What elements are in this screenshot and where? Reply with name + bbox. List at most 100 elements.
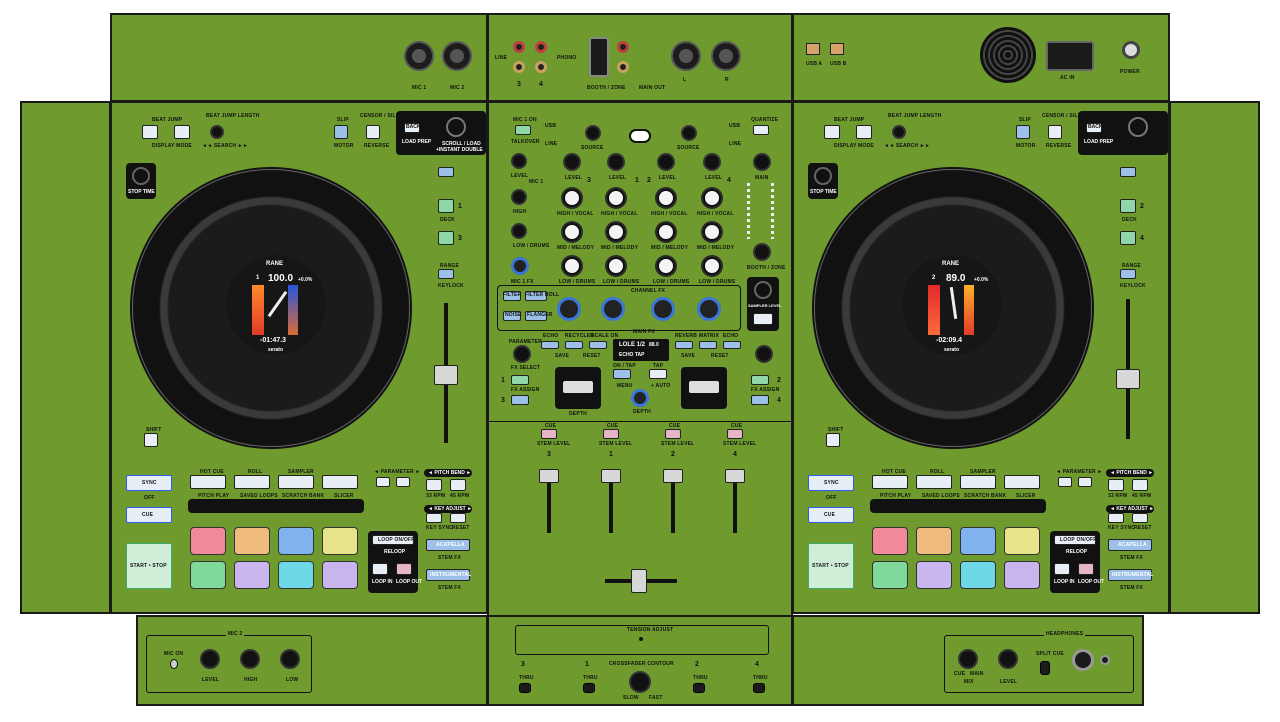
ch3-mid-knob[interactable] [563,223,581,241]
headphone-level-knob[interactable] [998,649,1018,669]
scroll-load-knob-r[interactable] [1128,117,1148,137]
instrumental-button-r[interactable] [1108,569,1152,581]
start-stop-button[interactable] [126,543,172,589]
cue-button-3[interactable] [541,429,557,439]
beat-jump-back-button-r[interactable] [824,125,840,139]
ch4-low-knob[interactable] [703,257,721,275]
loop-half-button-r[interactable] [1054,563,1070,575]
pitch-fader[interactable] [434,365,458,385]
mic-on-button[interactable] [515,125,531,135]
pad-2-r[interactable] [916,527,952,555]
tension-screw[interactable] [639,637,643,641]
pitch-bend-up-button-r[interactable] [1132,479,1148,491]
mode-stems-button[interactable] [322,475,358,489]
ch3-high-knob[interactable] [563,189,581,207]
range-button-r[interactable] [1120,269,1136,279]
pitch-fader-r[interactable] [1116,369,1140,389]
beat-jump-length-knob[interactable] [210,125,224,139]
fx-assign-2-button[interactable] [751,375,769,385]
key-down-button[interactable] [426,513,442,523]
mic2-low-knob[interactable] [280,649,300,669]
stop-time-knob-r[interactable] [814,167,832,185]
pad-7[interactable] [278,561,314,589]
on-tap-button[interactable] [613,369,631,379]
fx-assign-4-button[interactable] [751,395,769,405]
channel-fader-4[interactable] [725,469,745,483]
sync-button[interactable] [126,475,172,491]
parameter-right-button-r[interactable] [1078,477,1092,487]
beat-jump-length-knob-r[interactable] [892,125,906,139]
slip-button[interactable] [334,125,348,139]
sampler-level-knob[interactable] [754,281,772,299]
deck-select-top-button[interactable] [438,167,454,177]
pad-2[interactable] [234,527,270,555]
key-up-button[interactable] [450,513,466,523]
ch1-level-knob[interactable] [607,153,625,171]
channel-fader-1[interactable] [601,469,621,483]
mic2-high-knob[interactable] [240,649,260,669]
fx-assign-3-button[interactable] [511,395,529,405]
mic-on-switch[interactable] [170,659,178,669]
filter-roll-button[interactable] [525,291,547,301]
loop-onoff-button-r[interactable] [1054,535,1096,545]
ch4-high-knob[interactable] [703,189,721,207]
beat-jump-forward-button-r[interactable] [856,125,872,139]
cue-button-4[interactable] [727,429,743,439]
mode-sampler-button-r[interactable] [960,475,996,489]
ch1-fx-knob[interactable] [601,297,625,321]
ch2-fx-knob[interactable] [651,297,675,321]
sync-button-r[interactable] [808,475,854,491]
loop-half-button[interactable] [372,563,388,575]
channel-fader-3[interactable] [539,469,559,483]
scroll-load-knob[interactable] [446,117,466,137]
shift-button[interactable] [144,433,158,447]
pad-1-r[interactable] [872,527,908,555]
main-level-knob[interactable] [753,153,771,171]
deck-select-top-button-r[interactable] [1120,167,1136,177]
fx-paddle-left[interactable] [555,367,601,409]
deck-2-button[interactable] [1120,199,1136,213]
pad-5-r[interactable] [872,561,908,589]
parameter-right-button[interactable] [396,477,410,487]
sampler-button[interactable] [753,313,773,325]
crossfader-contour-knob[interactable] [629,671,651,693]
cue-button-1[interactable] [603,429,619,439]
pitch-bend-up-button[interactable] [450,479,466,491]
source-knob-l[interactable] [585,125,601,141]
mic-high-knob[interactable] [511,189,527,205]
start-stop-button-r[interactable] [808,543,854,589]
shift-button-r[interactable] [826,433,840,447]
parameter-knob[interactable] [513,345,531,363]
slip-button-r[interactable] [1016,125,1030,139]
assign-switch-3[interactable] [519,683,531,693]
acapella-button[interactable] [426,539,470,551]
pad-3[interactable] [278,527,314,555]
ch2-low-knob[interactable] [657,257,675,275]
source-knob-r[interactable] [681,125,697,141]
scale-button[interactable] [589,341,607,349]
ch2-level-knob[interactable] [657,153,675,171]
mic-level-knob[interactable] [511,153,527,169]
beat-jump-forward-button[interactable] [174,125,190,139]
acapella-button-r[interactable] [1108,539,1152,551]
ch3-low-knob[interactable] [563,257,581,275]
crossfader[interactable] [631,569,647,593]
mode-hotcue-button-r[interactable] [872,475,908,489]
filter-button[interactable] [503,291,521,301]
fx-paddle-right[interactable] [681,367,727,409]
pad-4[interactable] [322,527,358,555]
range-button[interactable] [438,269,454,279]
flanger-button[interactable] [525,311,547,321]
mic-low-knob[interactable] [511,223,527,239]
fx-select-knob-r[interactable] [755,345,773,363]
pad-8[interactable] [322,561,358,589]
tap-button[interactable] [649,369,667,379]
cue-button-r[interactable] [808,507,854,523]
pad-1[interactable] [190,527,226,555]
ch1-high-knob[interactable] [607,189,625,207]
echo-button-r[interactable] [723,341,741,349]
loop-onoff-button[interactable] [372,535,414,545]
quantize-button[interactable] [753,125,769,135]
censor-button-r[interactable] [1048,125,1062,139]
instrumental-button[interactable] [426,569,470,581]
